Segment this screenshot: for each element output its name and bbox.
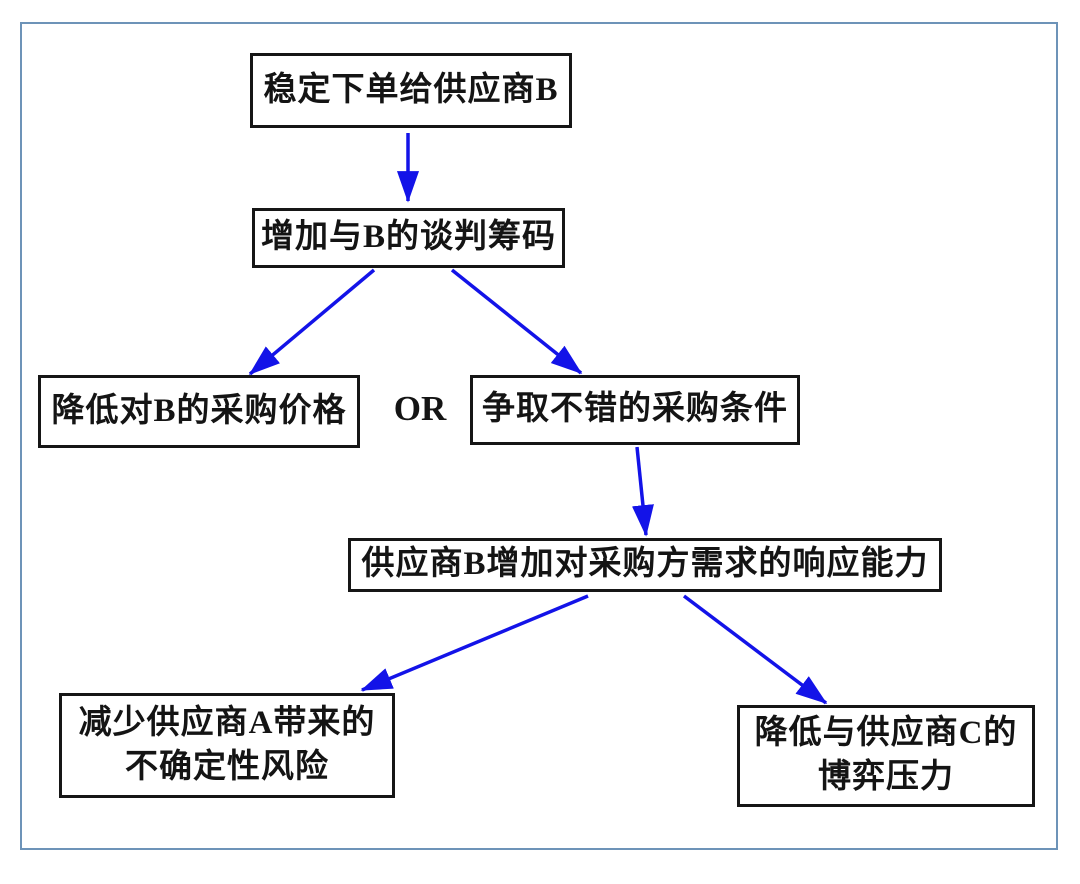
arrow-responsiveness-to-a-risk <box>360 594 589 692</box>
node-reduce-supplier-a-uncertainty-risk: 减少供应商A带来的 不确定性风险 <box>59 693 395 798</box>
node-increase-negotiation-leverage: 增加与B的谈判筹码 <box>252 208 565 268</box>
node-label: 供应商B增加对采购方需求的响应能力 <box>361 546 929 583</box>
node-secure-good-purchase-terms: 争取不错的采购条件 <box>470 375 800 445</box>
node-label-line2: 不确定性风险 <box>125 748 329 785</box>
node-reduce-supplier-c-gaming-pressure: 降低与供应商C的 博弈压力 <box>737 705 1035 807</box>
diagram-frame <box>20 22 1058 850</box>
node-label: 争取不错的采购条件 <box>482 391 788 428</box>
arrow-leverage-to-lower-price <box>248 268 376 376</box>
node-lower-purchase-price: 降低对B的采购价格 <box>38 375 360 448</box>
node-label-line1: 降低与供应商C的 <box>754 715 1018 752</box>
node-supplier-b-responsiveness: 供应商B增加对采购方需求的响应能力 <box>348 538 942 592</box>
or-connector-label: OR <box>393 389 447 428</box>
arrow-leverage-to-good-terms <box>450 268 583 375</box>
arrow-responsiveness-to-c-pressure <box>682 594 828 705</box>
node-label-line2: 博弈压力 <box>818 759 954 795</box>
node-label-line1: 减少供应商A带来的 <box>78 704 376 741</box>
node-label: 稳定下单给供应商B <box>263 71 559 108</box>
node-stable-orders-to-supplier-b: 稳定下单给供应商B <box>250 53 572 128</box>
arrow-terms-to-responsiveness <box>631 446 654 537</box>
node-label: 降低对B的采购价格 <box>51 392 347 429</box>
node-label: 增加与B的谈判筹码 <box>260 219 556 256</box>
